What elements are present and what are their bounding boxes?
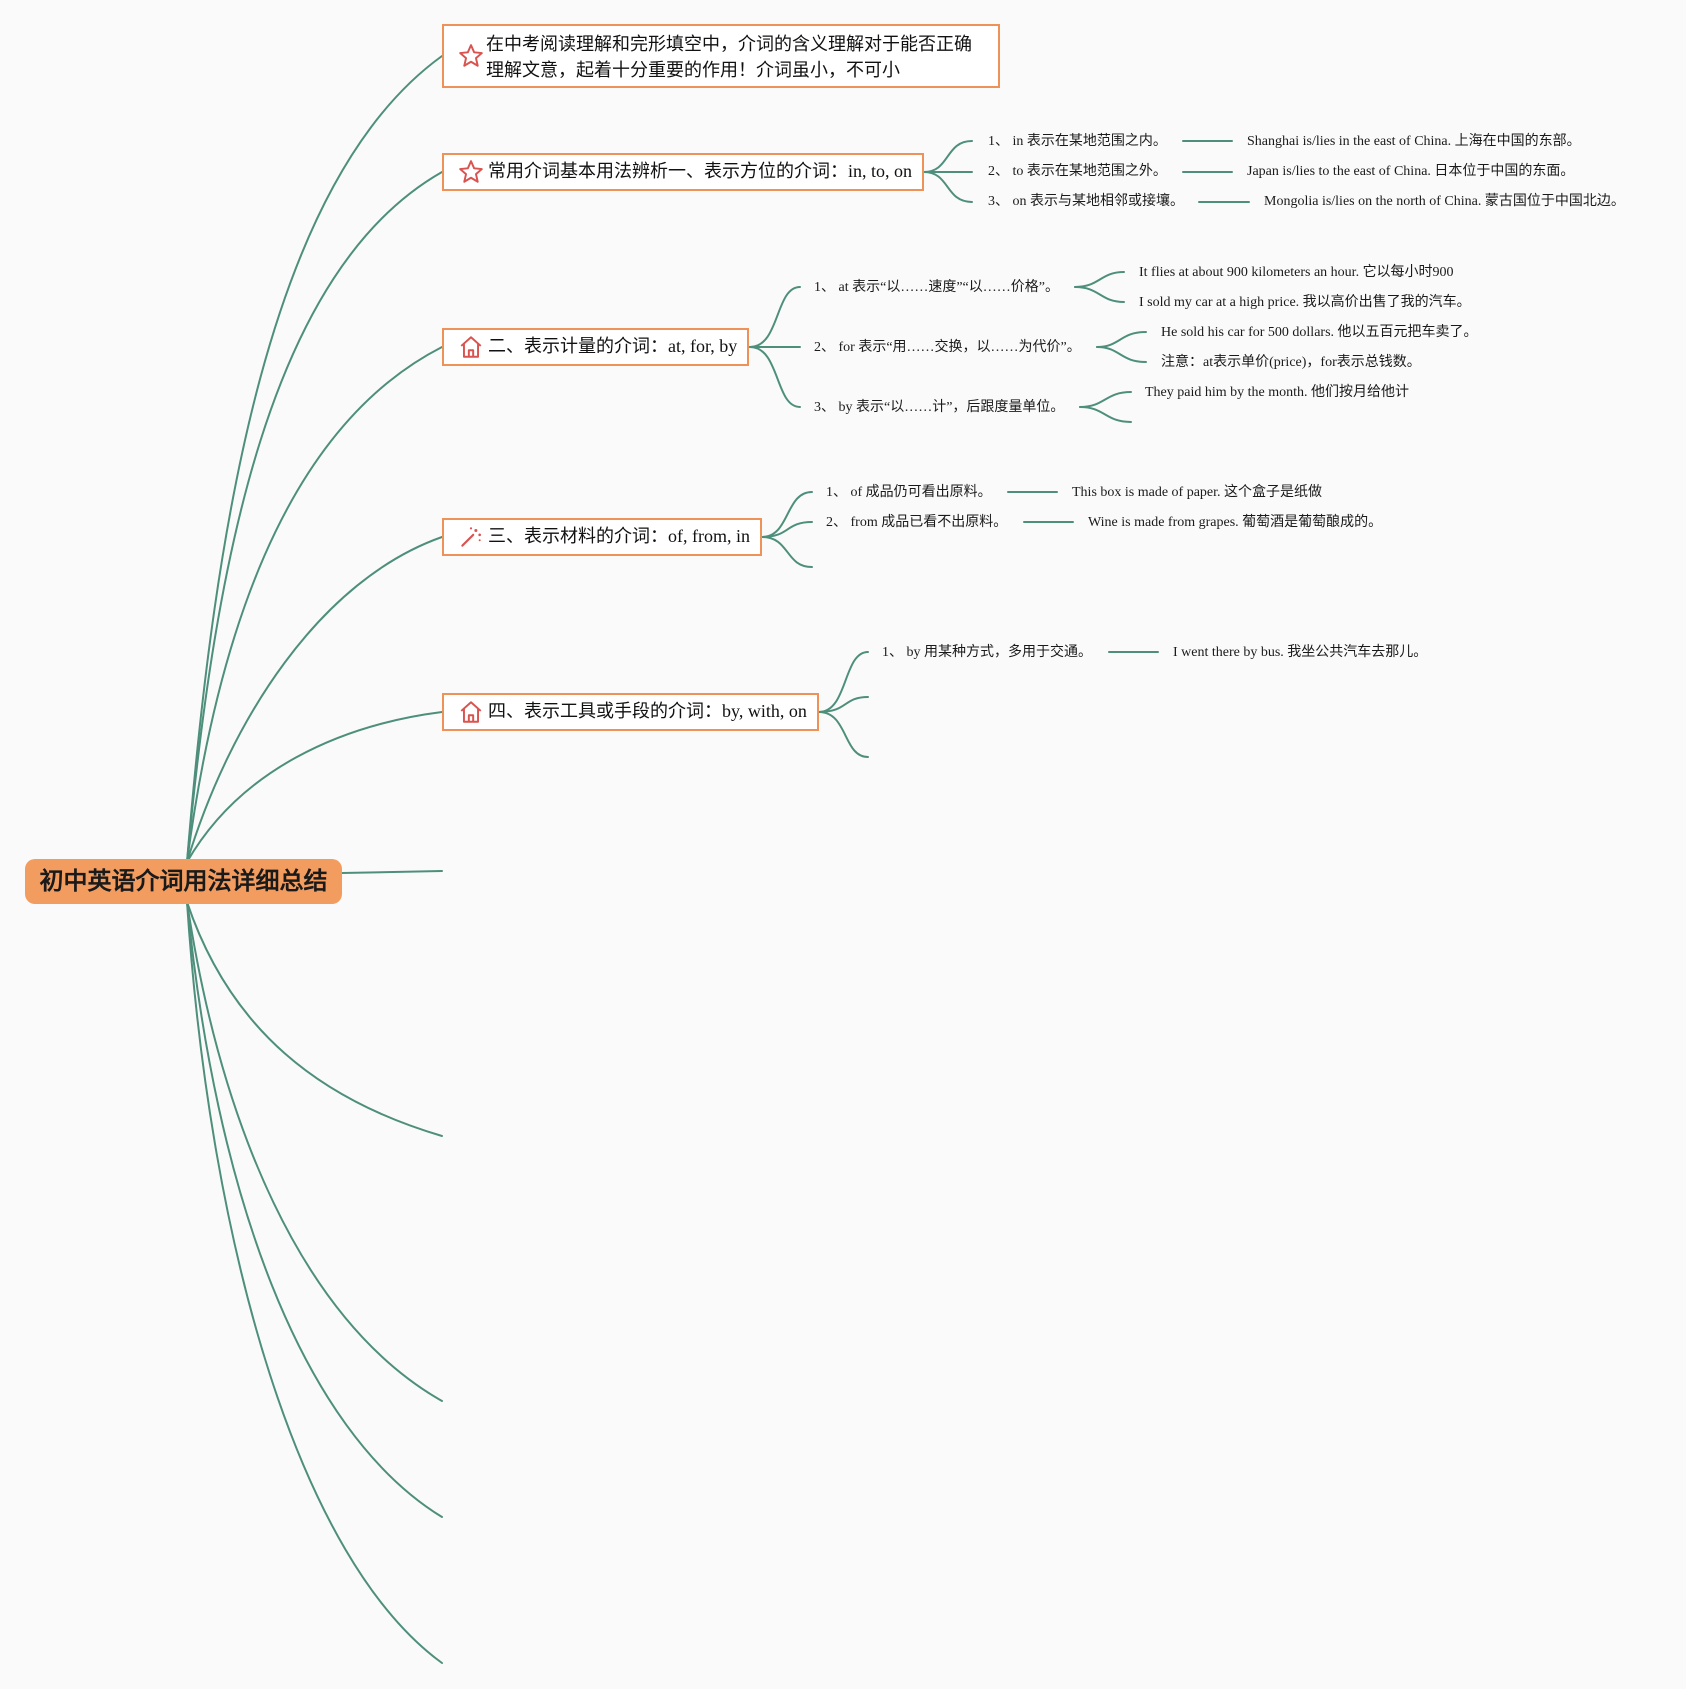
section-title: 三、表示材料的介词：of, from, in xyxy=(488,526,750,546)
star-icon xyxy=(459,160,483,183)
section-title: 四、表示工具或手段的介词：by, with, on xyxy=(488,701,807,721)
section-node-material[interactable]: 三、表示材料的介词：of, from, in xyxy=(442,518,762,556)
example-text[interactable]: I sold my car at a high price. 我以高价出售了我的… xyxy=(1139,295,1471,310)
example-text[interactable]: Shanghai is/lies in the east of China. 上… xyxy=(1247,134,1581,149)
section-title: 二、表示计量的介词：at, for, by xyxy=(488,336,738,356)
example-text[interactable]: Japan is/lies to the east of China. 日本位于… xyxy=(1247,164,1575,179)
item-label[interactable]: 2、 from 成品已看不出原料。 xyxy=(826,515,1008,530)
root-node[interactable]: 初中英语介词用法详细总结 xyxy=(25,859,342,904)
section-title: 常用介词基本用法辨析一、表示方位的介词：in, to, on xyxy=(488,161,912,181)
intro-node[interactable]: 在中考阅读理解和完形填空中，介词的含义理解对于能否正确理解文意，起着十分重要的作… xyxy=(442,24,1000,88)
magic-wand-icon xyxy=(461,527,481,547)
intro-text: 在中考阅读理解和完形填空中，介词的含义理解对于能否正确理解文意，起着十分重要的作… xyxy=(486,34,972,80)
item-label[interactable]: 2、 to 表示在某地范围之外。 xyxy=(988,164,1167,179)
item-label[interactable]: 1、 by 用某种方式，多用于交通。 xyxy=(882,645,1092,660)
example-text[interactable]: Wine is made from grapes. 葡萄酒是葡萄酿成的。 xyxy=(1088,515,1383,530)
item-label[interactable]: 3、 on 表示与某地相邻或接壤。 xyxy=(988,194,1184,209)
example-text[interactable]: Mongolia is/lies on the north of China. … xyxy=(1264,194,1625,209)
item-label[interactable]: 3、 by 表示“以……计”，后跟度量单位。 xyxy=(814,400,1065,415)
section-node-tools[interactable]: 四、表示工具或手段的介词：by, with, on xyxy=(442,693,819,731)
item-label[interactable]: 1、 in 表示在某地范围之内。 xyxy=(988,134,1167,149)
section-node-measurement[interactable]: 二、表示计量的介词：at, for, by xyxy=(442,328,750,366)
example-text[interactable]: They paid him by the month. 他们按月给他计 xyxy=(1145,385,1410,400)
example-text[interactable]: It flies at about 900 kilometers an hour… xyxy=(1139,265,1454,280)
item-label[interactable]: 2、 for 表示“用……交换，以……为代价”。 xyxy=(814,340,1081,355)
note-text[interactable]: 注意：at表示单价(price)，for表示总钱数。 xyxy=(1161,355,1421,370)
home-icon xyxy=(460,701,482,723)
example-text[interactable]: I went there by bus. 我坐公共汽车去那儿。 xyxy=(1173,645,1428,660)
example-text[interactable]: This box is made of paper. 这个盒子是纸做 xyxy=(1072,485,1323,500)
item-label[interactable]: 1、 of 成品仍可看出原料。 xyxy=(826,485,992,500)
item-label[interactable]: 1、 at 表示“以……速度”“以……价格”。 xyxy=(814,280,1059,295)
section-node-location[interactable]: 常用介词基本用法辨析一、表示方位的介词：in, to, on xyxy=(442,153,924,191)
example-text[interactable]: He sold his car for 500 dollars. 他以五百元把车… xyxy=(1161,325,1478,340)
home-icon xyxy=(460,336,482,358)
star-icon xyxy=(459,44,483,67)
